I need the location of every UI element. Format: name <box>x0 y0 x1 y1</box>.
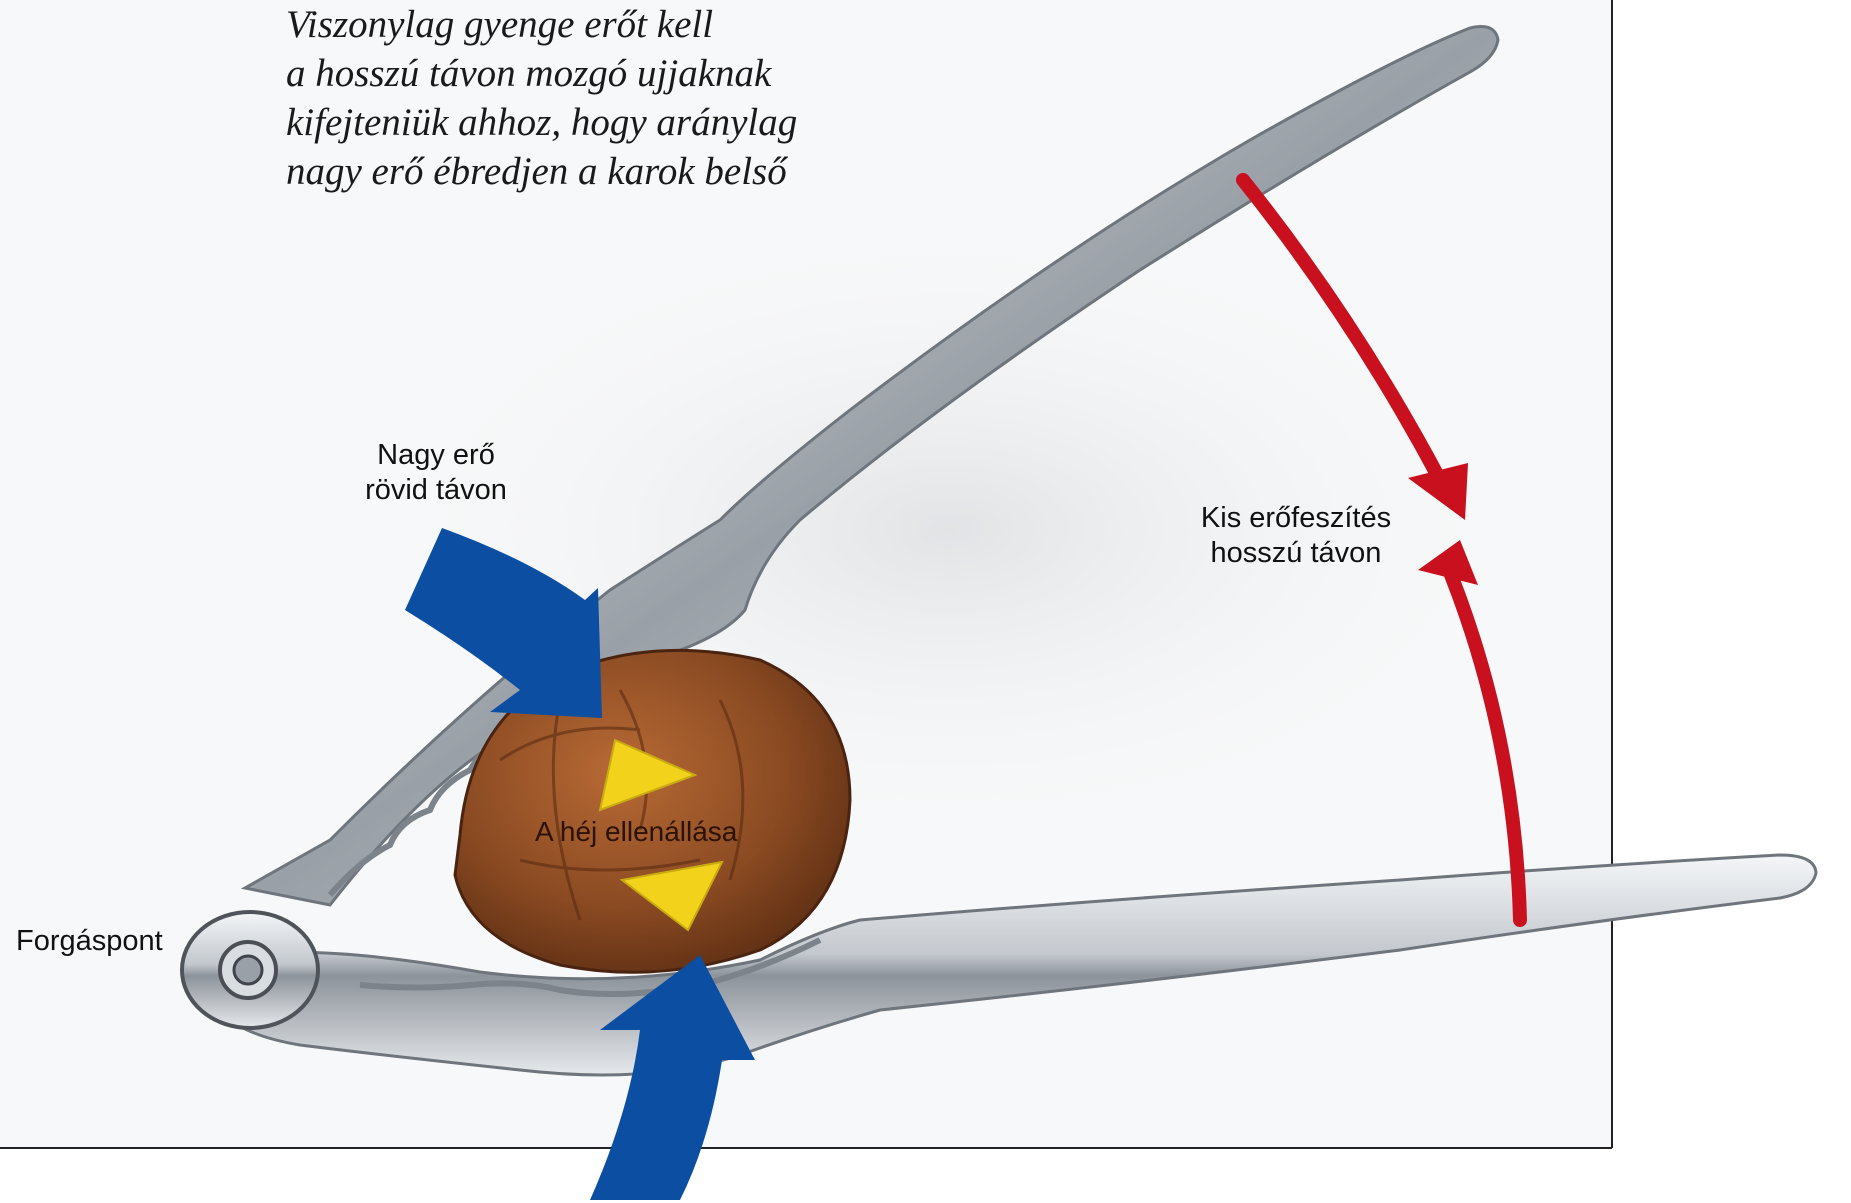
pivot-label: Forgáspont <box>16 925 163 957</box>
resistance-triangle-lower <box>619 860 724 932</box>
pivot-hinge <box>180 910 320 1030</box>
resistance-triangle-upper <box>598 738 698 812</box>
big-force-label-line: rövid távon <box>365 474 507 506</box>
caption-line: Viszonylag gyenge erőt kell <box>286 3 714 46</box>
small-effort-label: Kis erőfeszítés hosszú távon <box>1176 501 1416 571</box>
effort-arrowhead-up <box>1418 540 1478 585</box>
effort-arc-upper <box>1236 173 1447 487</box>
big-force-label: Nagy erő rövid távon <box>346 438 526 508</box>
small-effort-label-line: Kis erőfeszítés <box>1200 502 1392 534</box>
caption-line: nagy erő ébredjen a karok belső <box>286 150 787 193</box>
effort-arc-lower <box>1438 553 1527 927</box>
effort-arrowhead-down <box>1408 463 1468 520</box>
lower-jaw-teeth <box>359 937 822 997</box>
big-force-arrow-upper <box>405 528 602 718</box>
caption-line: a hosszú távon mozgó ujjaknak <box>286 52 772 95</box>
caption-line: kifejteniük ahhoz, hogy aránylag <box>286 101 798 144</box>
caption-text: Viszonylag gyenge erőt kell a hosszú táv… <box>286 0 846 196</box>
big-force-arrow-lower <box>590 955 755 1200</box>
small-effort-label-line: hosszú távon <box>1210 537 1382 569</box>
shell-resistance-label: A héj ellenállása <box>535 816 738 847</box>
big-force-label-line: Nagy erő <box>377 439 495 471</box>
